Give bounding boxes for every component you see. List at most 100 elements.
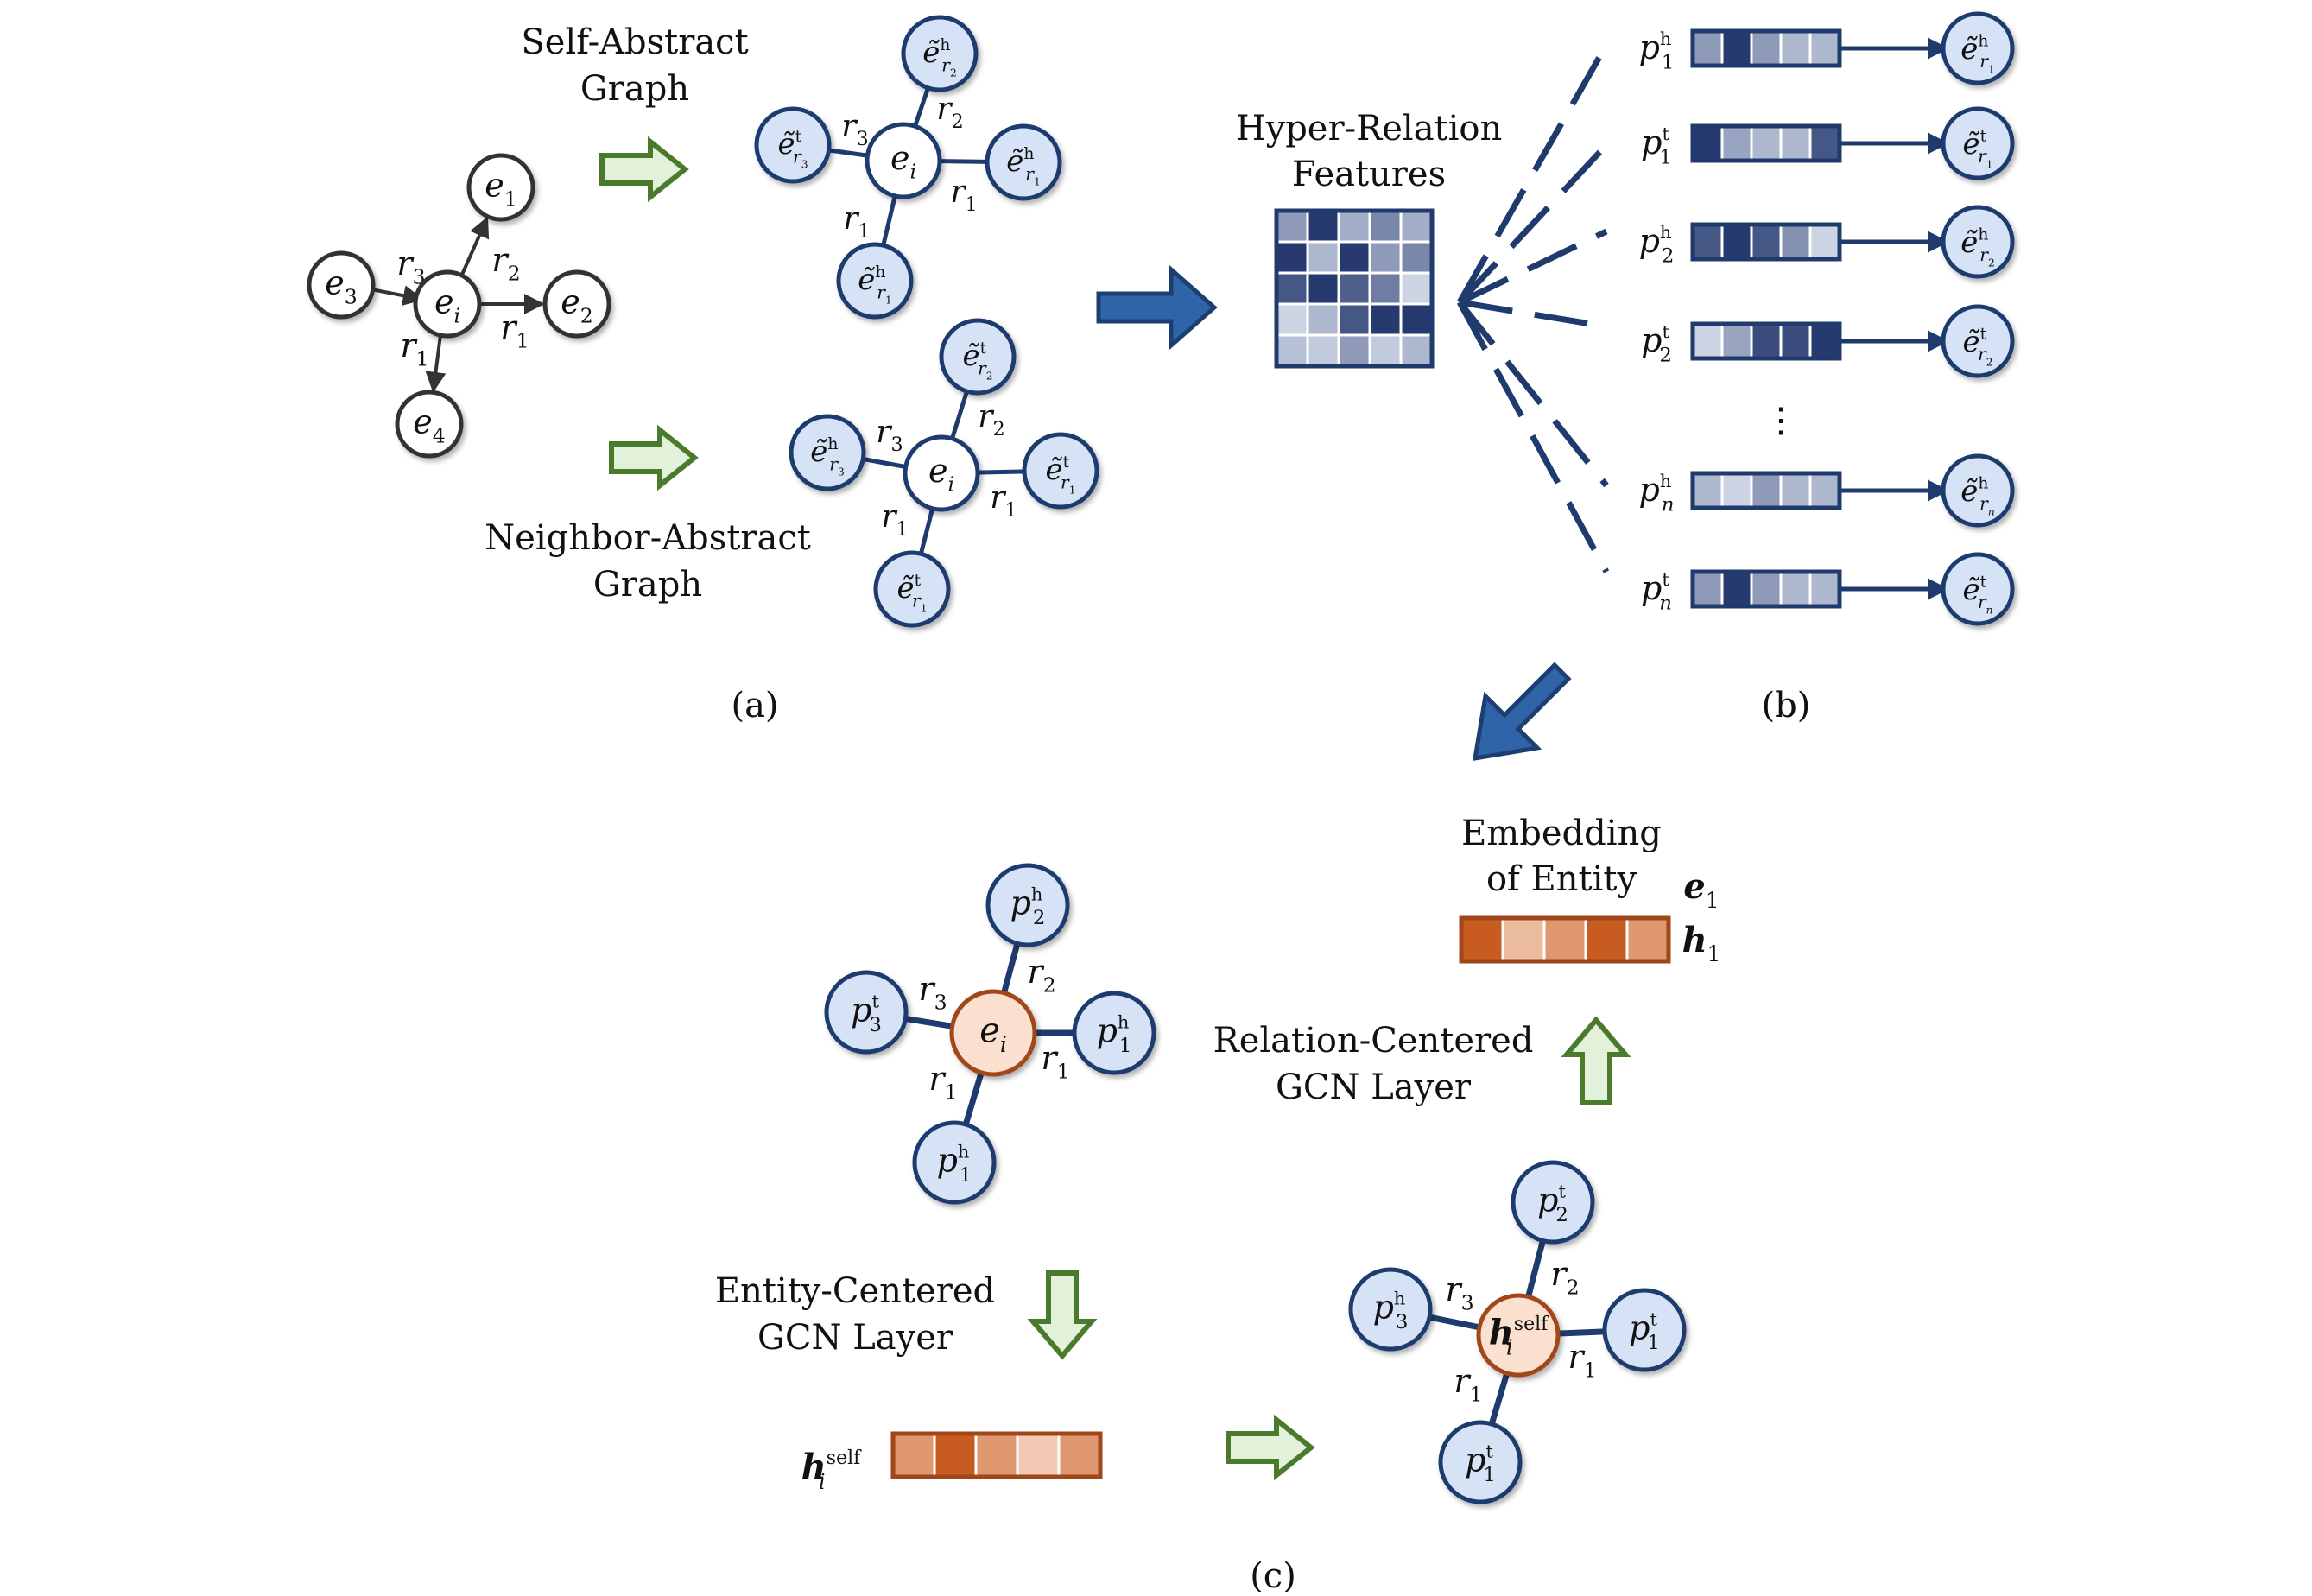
self-graph-title-line2: Graph <box>580 69 689 109</box>
matrix-cell <box>1399 271 1434 306</box>
row-e-node <box>1941 453 2015 528</box>
graph-edge <box>459 216 490 277</box>
graph-node <box>1072 991 1156 1075</box>
matrix-cell <box>1368 209 1403 244</box>
matrix-cell <box>1337 209 1371 244</box>
arrow-relation-gcn <box>1561 1016 1631 1105</box>
vector-cell <box>1691 223 1724 261</box>
features-title-line2: Features <box>1292 155 1446 194</box>
graph-node <box>873 550 951 628</box>
matrix-cell <box>1368 271 1403 306</box>
vector-cell <box>974 1432 1019 1479</box>
entity-gcn-line1: Entity-Centered <box>715 1271 995 1311</box>
row-e-node <box>1941 552 2015 626</box>
node-label: e3 <box>325 264 357 309</box>
vector-cell <box>1016 1432 1061 1479</box>
matrix-border <box>1274 208 1435 369</box>
projection-dash <box>1458 228 1608 306</box>
edge-label: r2 <box>978 399 1004 440</box>
edge-label: r1 <box>928 1060 957 1105</box>
matrix-cell <box>1306 302 1340 337</box>
graph-node <box>466 153 535 222</box>
vector-cell <box>1779 570 1812 608</box>
graph-node <box>754 106 832 184</box>
graph-node <box>1511 1160 1595 1244</box>
rows-ellipsis: ⋮ <box>1764 401 1798 440</box>
relation-gcn-line1: Relation-Centered <box>1213 1021 1534 1061</box>
vector-cell <box>1808 223 1841 261</box>
graph-node <box>1602 1288 1687 1372</box>
vector-cell <box>1720 570 1753 608</box>
graph-node <box>985 863 1070 947</box>
edge-label: r1 <box>1041 1039 1069 1084</box>
vector-cell <box>1691 29 1724 67</box>
row-e-node <box>1941 304 2015 378</box>
vector-cell <box>1779 29 1812 67</box>
vector-cell <box>1750 29 1783 67</box>
matrix-cell <box>1399 302 1434 337</box>
self-graph-title-line1: Self-Abstract <box>521 22 748 62</box>
arrow-to-embedding <box>1472 662 1572 762</box>
edge-label: r1 <box>400 326 428 371</box>
vector-cell <box>1808 29 1841 67</box>
vector-cell <box>1057 1432 1102 1479</box>
panel-a-caption: (a) <box>731 686 778 725</box>
vector-cell <box>1779 124 1812 162</box>
edge-label: r1 <box>881 499 908 541</box>
arrow-to-self-graph <box>599 136 689 203</box>
matrix-cell <box>1275 333 1309 368</box>
edge-label: r1 <box>950 174 977 216</box>
matrix-cell <box>1337 333 1371 368</box>
edge-label: r1 <box>500 308 529 353</box>
matrix-cell <box>1275 240 1309 275</box>
center-node-label: ei <box>979 1011 1007 1057</box>
center-node <box>413 269 482 339</box>
graph-node <box>395 390 464 459</box>
matrix-cell <box>1368 333 1403 368</box>
graph-edge <box>425 334 447 393</box>
vector-cell <box>1750 472 1783 510</box>
vector-cell <box>1779 472 1812 510</box>
matrix-cell <box>1399 209 1434 244</box>
vector-cell <box>891 1432 936 1479</box>
vector-cell <box>1720 29 1753 67</box>
matrix-cell <box>1368 240 1403 275</box>
graph-node <box>307 250 376 320</box>
h1-vector <box>1459 915 1671 964</box>
vector-cell <box>1750 570 1783 608</box>
edge-label: r3 <box>918 970 947 1015</box>
center-node-label: ei <box>434 283 460 328</box>
projection-dash <box>1457 300 1609 488</box>
vector-cell <box>1501 916 1546 963</box>
matrix-cell <box>1306 240 1340 275</box>
projection-dash <box>1459 299 1607 330</box>
vector-cell <box>1691 322 1724 360</box>
matrix-cell <box>1275 271 1309 306</box>
edge-label: r3 <box>1445 1270 1473 1315</box>
embedding-title-line1: Embedding <box>1461 814 1662 853</box>
projection-dash <box>1456 301 1610 573</box>
flow-arrows <box>599 136 1631 1481</box>
